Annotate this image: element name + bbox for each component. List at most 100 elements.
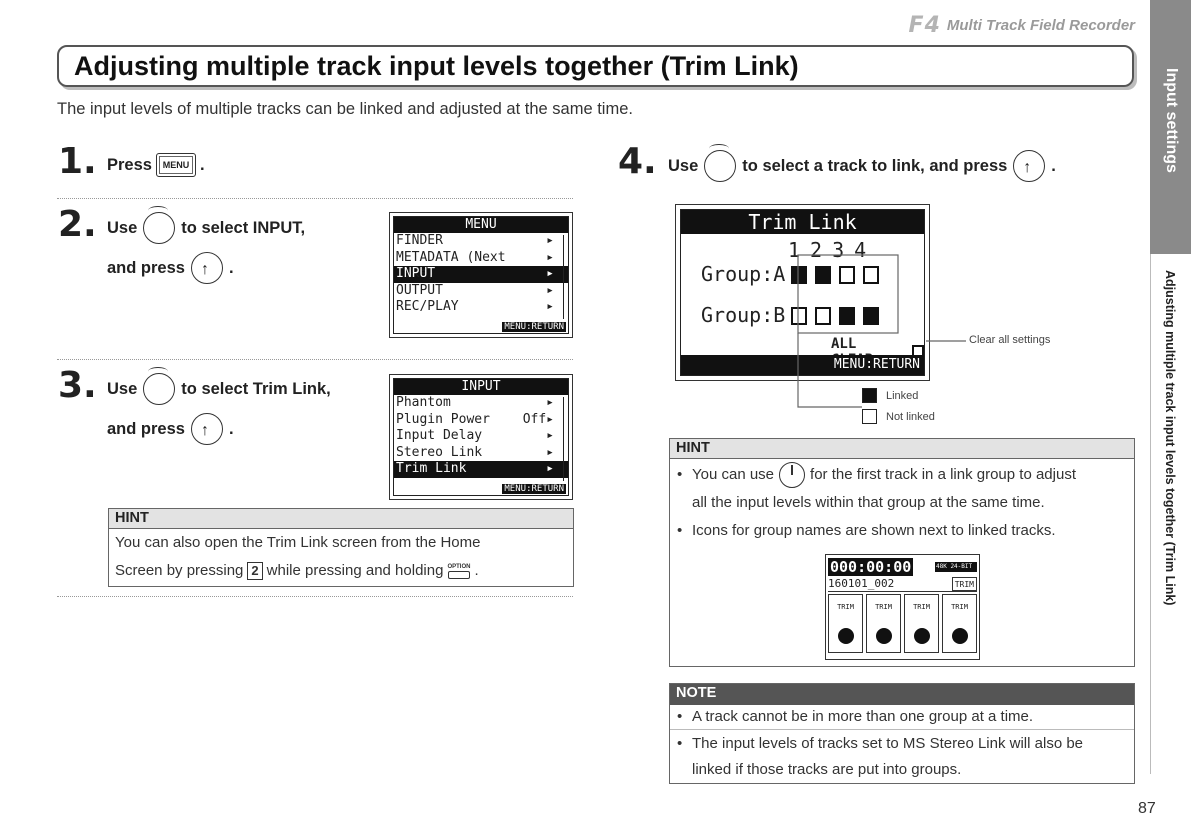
timecode: 000:00:00 [828, 558, 914, 576]
legend-not-linked: Not linked [862, 409, 935, 424]
home-track: TRIM [904, 594, 939, 653]
hint-box-2: HINT You can use for the first track in … [669, 438, 1135, 667]
menu-item: OUTPUT▸ [396, 282, 554, 298]
step-3-end: . [228, 419, 234, 438]
note-heading: NOTE [670, 684, 1134, 705]
home-track: TRIM [828, 594, 863, 653]
press-dial-icon [190, 252, 223, 284]
press-dial-icon [1013, 150, 1046, 182]
trim-link-cell-b-2 [815, 307, 831, 325]
menu-screen: MENU FINDER▸ METADATA (Next Take)▸ INPUT… [389, 212, 573, 338]
scrollbar [563, 235, 566, 319]
hint-list: You can use for the first track in a lin… [670, 459, 1134, 545]
legend-linked: Linked [862, 388, 918, 403]
trim-link-cell-b-1 [791, 307, 807, 325]
page-title-box: Adjusting multiple track input levels to… [57, 45, 1134, 87]
step-3-use: Use [107, 379, 138, 398]
menu-screen-footer: MENU:RETURN [502, 322, 566, 332]
trim-link-cell-a-2 [815, 266, 831, 284]
trim-link-cell-a-3 [839, 266, 855, 284]
key-2-icon: 2 [247, 562, 263, 580]
track-number: 2 [810, 238, 823, 262]
trim-link-cell-a-1 [791, 266, 807, 284]
step-2-line-1: Use to select INPUT, [107, 206, 306, 244]
trim-link-cell-b-4 [863, 307, 879, 325]
take-name: 160101_002 [828, 577, 895, 590]
hint-line: Screen by pressing 2 while pressing and … [115, 562, 479, 580]
dial-icon [143, 206, 176, 244]
track-number: 3 [832, 238, 845, 262]
note-item: A track cannot be in more than one group… [670, 705, 1134, 729]
hint-heading: HINT [109, 509, 573, 529]
dial-icon [143, 367, 176, 405]
trim-indicator: TRIM [951, 577, 977, 591]
input-screen-footer: MENU:RETURN [502, 484, 566, 494]
group-b-label: Group:B [701, 303, 786, 327]
option-button-icon: OPTION [447, 564, 470, 579]
divider [57, 359, 573, 360]
step-1-number: 1. [58, 141, 97, 182]
step-3-press: and press [107, 419, 185, 438]
hint-box: HINT You can also open the Trim Link scr… [108, 508, 574, 587]
note-item-cont: linked if those tracks are put into grou… [692, 761, 962, 778]
trim-knob-icon [779, 462, 806, 488]
trim-link-cell-a-4 [863, 266, 879, 284]
step-2-press: and press [107, 258, 185, 277]
step-1-end: . [199, 155, 205, 174]
divider [57, 198, 573, 199]
track-number: 4 [854, 238, 867, 262]
step-2-use: Use [107, 218, 138, 237]
page-topic-label: Adjusting multiple track input levels to… [1163, 270, 1177, 606]
callout-lines [797, 254, 966, 408]
note-item: The input levels of tracks set to MS Ste… [670, 729, 1134, 758]
page-number: 87 [1138, 800, 1156, 817]
callout-clear: Clear all settings [969, 334, 1051, 346]
step-1-label: Press [107, 155, 152, 174]
home-screen: 000:00:00 48K 24-BIT 160101_002 TRIM TRI… [825, 554, 980, 660]
menu-item: REC/PLAY▸ [396, 299, 554, 314]
linked-swatch [862, 388, 877, 403]
brand-header: F4 Multi Track Field Recorder [855, 12, 1135, 38]
step-2-end: . [228, 258, 234, 277]
track-numbers: 1 2 3 4 [788, 238, 866, 262]
step-4-use: Use [668, 156, 699, 175]
product-name: Multi Track Field Recorder [946, 16, 1135, 34]
step-4-action: to select a track to link, and press [742, 156, 1008, 175]
hint-item: Icons for group names are shown next to … [670, 517, 1134, 545]
step-1-text: Press MENU . [107, 153, 205, 177]
home-top-row: 000:00:00 48K 24-BIT [828, 557, 977, 577]
trim-link-screen: Trim Link 1 2 3 4 Group:A Group:B ALL CL… [675, 204, 930, 381]
trim-screen-title: Trim Link [681, 210, 924, 234]
menu-item-selected: INPUT▸ [394, 266, 568, 283]
press-dial-icon [190, 413, 223, 445]
step-3-line-1: Use to select Trim Link, [107, 367, 331, 405]
trim-screen-footer: MENU:RETURN [681, 355, 924, 375]
step-2-line-2: and press . [107, 252, 234, 284]
trim-link-cell-b-3 [839, 307, 855, 325]
hint-body: You can also open the Trim Link screen f… [109, 529, 573, 585]
hint-item-cont: all the input levels within that group a… [692, 494, 1045, 511]
track-number: 1 [788, 238, 801, 262]
section-tab [1150, 0, 1191, 254]
group-a-label: Group:A [701, 262, 786, 286]
section-tab-label: Input settings [1163, 68, 1180, 173]
input-screen-title: INPUT [394, 379, 568, 395]
input-item: Stereo Link▸ [396, 444, 554, 460]
input-item-selected: Trim Link▸ [394, 461, 568, 478]
not-linked-swatch [862, 409, 877, 424]
step-3-action: to select Trim Link, [181, 379, 331, 398]
home-take-row: 160101_002 TRIM [828, 577, 977, 591]
menu-screen-title: MENU [394, 217, 568, 233]
note-list: A track cannot be in more than one group… [670, 705, 1134, 782]
side-divider [1150, 254, 1151, 774]
step-2-action: to select INPUT, [181, 218, 306, 237]
menu-item: FINDER▸ [396, 233, 554, 248]
step-4-end: . [1051, 156, 1056, 175]
hint-heading: HINT [670, 439, 1134, 459]
note-box: NOTE A track cannot be in more than one … [669, 683, 1135, 784]
step-3-line-2: and press . [107, 413, 234, 445]
input-item: Phantom▸ [396, 395, 554, 410]
dial-icon [704, 144, 737, 182]
